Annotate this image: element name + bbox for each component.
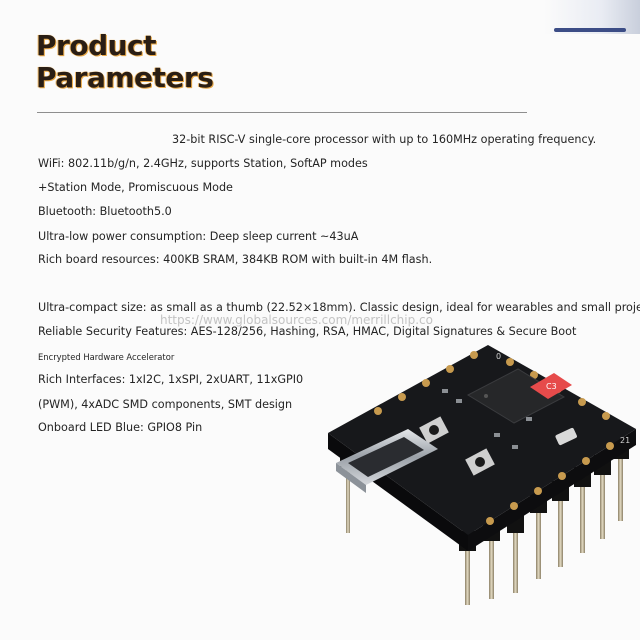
power-led xyxy=(530,373,572,399)
smd-part xyxy=(512,445,518,449)
smd-part xyxy=(494,433,500,437)
gold-pad xyxy=(606,442,614,450)
spec-interfaces: Rich Interfaces: 1xI2C, 1xSPI, 2xUART, 1… xyxy=(38,373,304,386)
gold-pad xyxy=(486,517,494,525)
smd-part xyxy=(456,399,462,403)
spec-wifi: WiFi: 802.11b/g/n, 2.4GHz, supports Stat… xyxy=(38,157,368,170)
button-cap xyxy=(475,457,485,467)
gold-pad xyxy=(422,379,430,387)
usb-c-connector xyxy=(336,429,438,493)
reset-button xyxy=(465,448,495,476)
usb-c-port xyxy=(348,437,424,477)
spec-processor: 32-bit RISC-V single-core processor with… xyxy=(172,133,597,146)
header-pin xyxy=(558,487,563,567)
smd-components xyxy=(442,389,532,449)
gold-pad xyxy=(446,365,454,373)
pcb-body xyxy=(328,345,636,535)
header-pin xyxy=(618,445,623,521)
silkscreen-pin-21: 21 xyxy=(620,436,630,445)
divider-line xyxy=(37,112,527,113)
gold-pad xyxy=(534,487,542,495)
silkscreen-pin-0: 0 xyxy=(496,352,501,361)
spec-led: Onboard LED Blue: GPIO8 Pin xyxy=(38,421,203,434)
gold-pad xyxy=(398,393,406,401)
header-pin xyxy=(346,453,350,533)
brand-banner-corner xyxy=(544,0,640,34)
gold-pad xyxy=(602,412,610,420)
watermark-url: https://www.globalsources.com/merrillchi… xyxy=(160,313,433,327)
spec-resources: Rich board resources: 400KB SRAM, 384KB … xyxy=(38,253,433,266)
page-title: Product Parameters xyxy=(36,29,214,94)
spec-accelerator: Encrypted Hardware Accelerator xyxy=(38,352,175,362)
header-pin xyxy=(580,473,585,553)
spec-security: Reliable Security Features: AES-128/256,… xyxy=(38,325,577,338)
spec-wifi-modes: +Station Mode, Promiscuous Mode xyxy=(38,181,233,194)
header-pin xyxy=(465,525,470,605)
gold-pad xyxy=(506,358,514,366)
header-pin xyxy=(600,461,605,539)
crystal-oscillator xyxy=(555,427,577,446)
gold-pad xyxy=(470,351,478,359)
pcb-edge xyxy=(468,429,636,551)
spec-pwm-adc: (PWM), 4xADC SMD components, SMT design xyxy=(38,398,293,411)
gold-pad xyxy=(510,502,518,510)
spec-size: Ultra-compact size: as small as a thumb … xyxy=(38,301,640,314)
gold-pad xyxy=(578,398,586,406)
spec-bluetooth: Bluetooth: Bluetooth5.0 xyxy=(38,205,172,218)
header-pin xyxy=(536,499,541,579)
title-line-2: Parameters xyxy=(36,61,214,94)
edge-pads xyxy=(374,351,614,525)
chip-label: C3 xyxy=(546,382,557,391)
gold-pad xyxy=(558,472,566,480)
gold-pad xyxy=(374,407,382,415)
usb-c-edge xyxy=(336,463,366,493)
smd-part xyxy=(526,417,532,421)
board-photo: C3 0 21 xyxy=(328,345,636,605)
header-pin xyxy=(489,517,494,599)
header-pin xyxy=(513,511,518,593)
brand-banner-bar xyxy=(554,28,626,32)
smd-part xyxy=(442,389,448,393)
spec-power: Ultra-low power consumption: Deep sleep … xyxy=(38,230,359,243)
chip-dot xyxy=(484,394,488,398)
gold-pad xyxy=(582,457,590,465)
boot-button xyxy=(419,416,449,444)
button-cap xyxy=(429,425,439,435)
title-line-1: Product xyxy=(36,29,157,62)
